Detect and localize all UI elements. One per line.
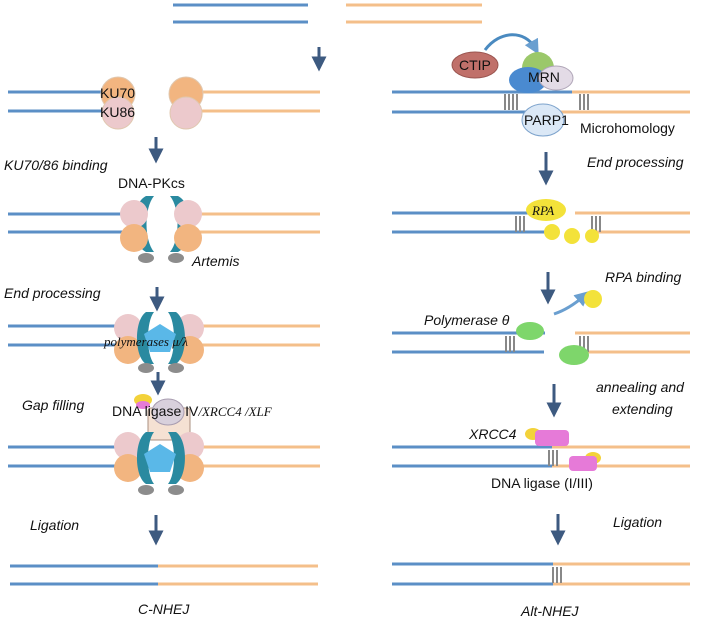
pathway-c-nhej: C-NHEJ [138, 601, 190, 617]
ku-heterodimer-right [168, 76, 204, 130]
ligase-i-iii-label: DNA ligase (I/III) [491, 475, 593, 491]
top-broken-dna [173, 3, 482, 24]
microhomology-bars-row4 [548, 450, 558, 466]
microhomology-bars-row2 [515, 216, 601, 232]
right-step-annealing: annealing and [596, 379, 685, 395]
right-step-end-processing: End processing [587, 154, 684, 170]
left-repaired-dna [10, 564, 318, 586]
left-step-ku-binding: KU70/86 binding [4, 157, 108, 173]
polymerases-label: polymerases μ/λ [103, 334, 188, 349]
ctip-label: CTIP [459, 57, 491, 73]
rpa-label: RPA [531, 203, 554, 218]
left-row2-dna [8, 212, 320, 234]
microhomology-bars-final [552, 567, 562, 583]
xrcc4-label: XRCC4 [468, 426, 517, 442]
right-row2-dna [392, 211, 690, 234]
pathway-alt-nhej: Alt-NHEJ [520, 603, 580, 619]
released-rpa [584, 290, 602, 308]
right-step-extending: extending [612, 401, 673, 417]
ligase-iv-partners: /XRCC4 /XLF [197, 404, 272, 419]
polymerase-theta-name: Polymerase θ [424, 312, 510, 328]
rpa-release-arrow [553, 291, 590, 316]
right-row3-dna [392, 331, 690, 354]
parp1-protein [521, 103, 565, 137]
left-step-gap-filling: Gap filling [22, 397, 84, 413]
right-step-rpa-binding: RPA binding [605, 269, 681, 285]
dna-pkcs-complex-row2 [120, 196, 202, 263]
microhomology-bars-row1 [504, 94, 589, 110]
mrn-label: MRN [528, 69, 560, 85]
left-step-end-processing: End processing [4, 285, 101, 301]
polymerase-theta-right [559, 345, 589, 365]
parp1-label: PARP1 [524, 112, 569, 128]
ku86-label: KU86 [100, 104, 135, 120]
polymerase-theta-left [516, 322, 544, 340]
ku70-label: KU70 [100, 85, 135, 101]
mrn-complex [509, 52, 574, 93]
left-row1-dna [8, 90, 320, 113]
dnapkcs-label: DNA-PKcs [118, 175, 185, 191]
right-row1-dna [392, 90, 690, 114]
ligase-iv-name: DNA ligase IV [112, 403, 199, 419]
ligase-iv-complex [134, 394, 191, 441]
polymerase-theta-label: Polymerase θ [424, 312, 510, 328]
artemis-label: Artemis [191, 253, 239, 269]
microhomology-label: Microhomology [580, 120, 675, 136]
rpa-proteins [526, 199, 599, 244]
right-repaired-dna [392, 562, 690, 586]
ligase-iv-label: DNA ligase IV/XRCC4 /XLF [112, 403, 273, 419]
right-step-ligation: Ligation [613, 514, 662, 530]
left-step-ligation: Ligation [30, 517, 79, 533]
right-row4-dna [392, 445, 690, 468]
dna-pkcs-complex-row4 [114, 432, 204, 495]
ku-heterodimer-left [100, 76, 136, 130]
xrcc4-ligase-complex [525, 428, 601, 471]
ctip-protein [451, 51, 499, 79]
ctip-to-mrn-arrow [483, 33, 539, 55]
polymerase-complex-row3 [114, 312, 204, 373]
